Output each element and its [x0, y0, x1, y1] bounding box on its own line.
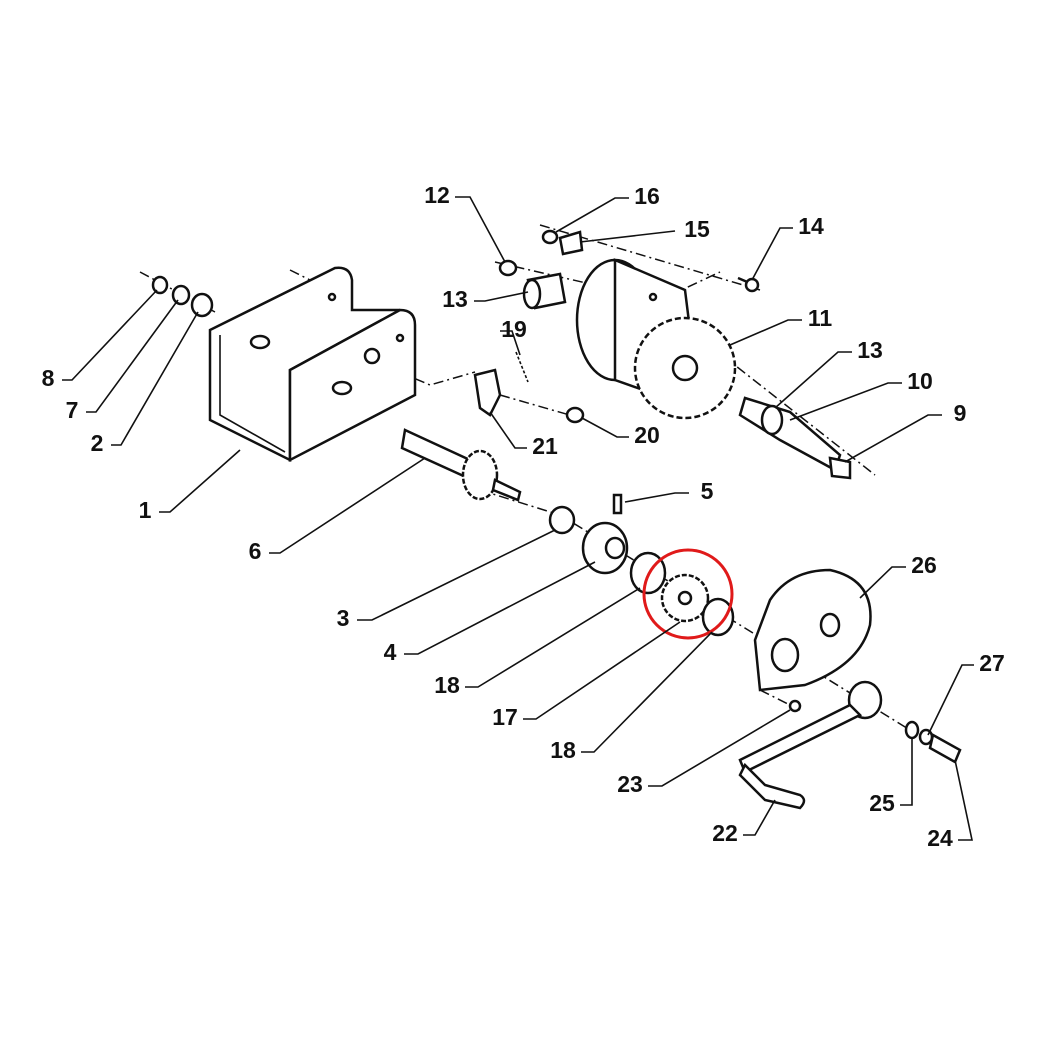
label-10: 10 — [907, 368, 933, 394]
part-labels: 12 16 15 14 13 11 13 19 10 9 8 7 2 20 21… — [42, 182, 1005, 851]
label-23: 23 — [617, 771, 643, 797]
parts-3-4-5 — [548, 493, 629, 575]
parts-18-17-18 — [629, 551, 735, 637]
pawl-spring-washer — [473, 351, 585, 424]
label-9: 9 — [954, 400, 967, 426]
label-6: 6 — [249, 538, 262, 564]
label-25: 25 — [869, 790, 895, 816]
part-26-cover — [753, 568, 872, 692]
label-8: 8 — [42, 365, 55, 391]
label-27: 27 — [979, 650, 1005, 676]
highlight-circle — [642, 548, 734, 640]
label-16: 16 — [634, 183, 660, 209]
label-5: 5 — [701, 478, 714, 504]
label-19: 19 — [501, 316, 527, 342]
parts-8-7-2 — [151, 275, 214, 318]
label-18-a: 18 — [434, 672, 460, 698]
label-7: 7 — [66, 397, 79, 423]
label-13-right: 13 — [857, 337, 883, 363]
part-22-crank — [738, 680, 883, 810]
part-1-frame — [208, 266, 417, 463]
label-1: 1 — [139, 497, 152, 523]
label-22: 22 — [712, 820, 738, 846]
label-17: 17 — [492, 704, 518, 730]
parts-23-24-25-27 — [788, 699, 962, 764]
label-20: 20 — [634, 422, 660, 448]
label-2: 2 — [91, 430, 104, 456]
label-14: 14 — [798, 213, 824, 239]
label-11: 11 — [808, 305, 833, 331]
label-26: 26 — [911, 552, 937, 578]
part-10-9-shaft-bolt — [738, 396, 852, 480]
label-24: 24 — [927, 825, 953, 851]
part-11-drum — [575, 258, 737, 420]
label-18-b: 18 — [550, 737, 576, 763]
label-15: 15 — [684, 216, 710, 242]
leader-lines — [62, 196, 974, 841]
part-6-gear-shaft — [400, 428, 522, 502]
label-3: 3 — [337, 605, 350, 631]
label-12: 12 — [424, 182, 450, 208]
label-4: 4 — [384, 639, 397, 665]
label-21: 21 — [532, 433, 558, 459]
label-13-top: 13 — [442, 286, 468, 312]
